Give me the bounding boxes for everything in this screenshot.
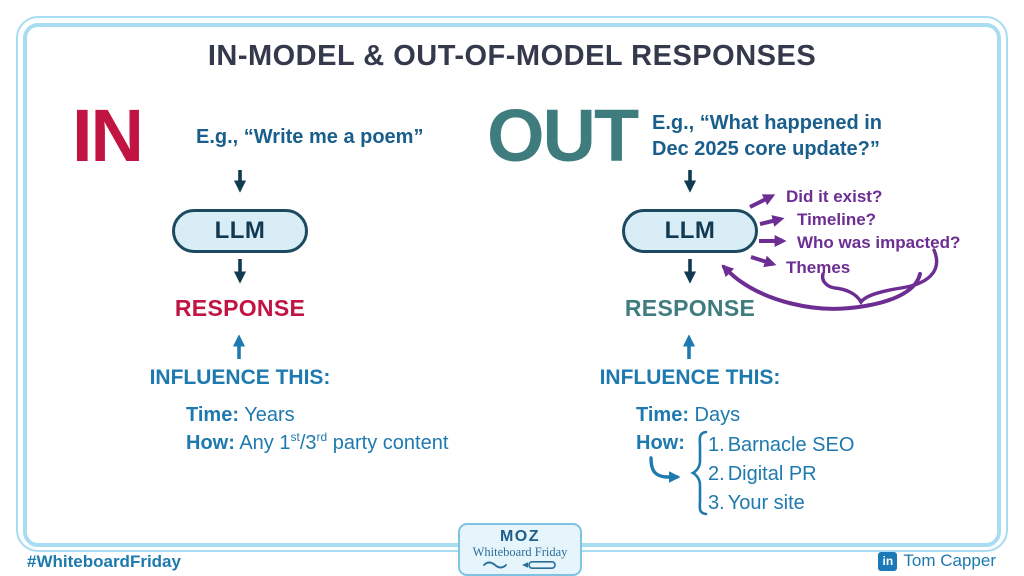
- marker-doodle-icon: [483, 561, 556, 570]
- influence-label-right: INFLUENCE THIS:: [599, 366, 781, 389]
- author-credit: in Tom Capper: [878, 551, 996, 571]
- response-label-left: RESPONSE: [174, 295, 306, 321]
- author-name: Tom Capper: [903, 551, 996, 570]
- time-key-right: Time:: [636, 404, 689, 426]
- question-timeline: Timeline?: [797, 210, 877, 229]
- llm-label-left: LLM: [214, 217, 266, 244]
- influence-label-left: INFLUENCE THIS:: [149, 366, 331, 389]
- time-line-left: Time: Years: [186, 404, 295, 427]
- how-key-right: How:: [636, 432, 685, 454]
- time-key-left: Time:: [186, 404, 239, 426]
- in-example-text: E.g., “Write me a poem”: [196, 126, 424, 148]
- llm-pill-left: LLM: [172, 209, 308, 253]
- question-did-it-exist: Did it exist?: [786, 187, 883, 206]
- llm-pill-right: LLM: [622, 209, 758, 253]
- badge-series-label: Whiteboard Friday: [472, 544, 568, 559]
- response-label-right: RESPONSE: [624, 295, 756, 321]
- how-key-left: How:: [186, 432, 235, 454]
- linkedin-icon: in: [878, 551, 898, 571]
- time-line-right: Time: Days: [636, 404, 740, 427]
- out-heading: OUT: [487, 94, 639, 177]
- how-line-left: How: Any 1st/3rd party content: [186, 430, 449, 455]
- list-item-barnacle-seo: 1.Barnacle SEO: [708, 434, 855, 456]
- llm-label-right: LLM: [664, 217, 716, 244]
- hashtag-text: #WhiteboardFriday: [27, 552, 181, 571]
- out-example-text: E.g., “What happened in Dec 2025 core up…: [652, 112, 882, 160]
- page-title: IN-MODEL & OUT-OF-MODEL RESPONSES: [207, 40, 817, 72]
- moz-whiteboard-friday-badge: MOZ Whiteboard Friday: [458, 523, 582, 576]
- list-item-your-site: 3.Your site: [708, 492, 805, 514]
- in-heading: IN: [72, 94, 144, 177]
- time-value-right: Days: [694, 404, 741, 426]
- question-themes: Themes: [786, 258, 851, 277]
- time-value-left: Years: [244, 404, 295, 426]
- moz-logo: MOZ: [499, 527, 541, 545]
- question-who-was-impacted: Who was impacted?: [797, 233, 961, 252]
- list-item-digital-pr: 2.Digital PR: [708, 463, 817, 485]
- how-value-left: Any 1st/3rd party content: [239, 430, 449, 454]
